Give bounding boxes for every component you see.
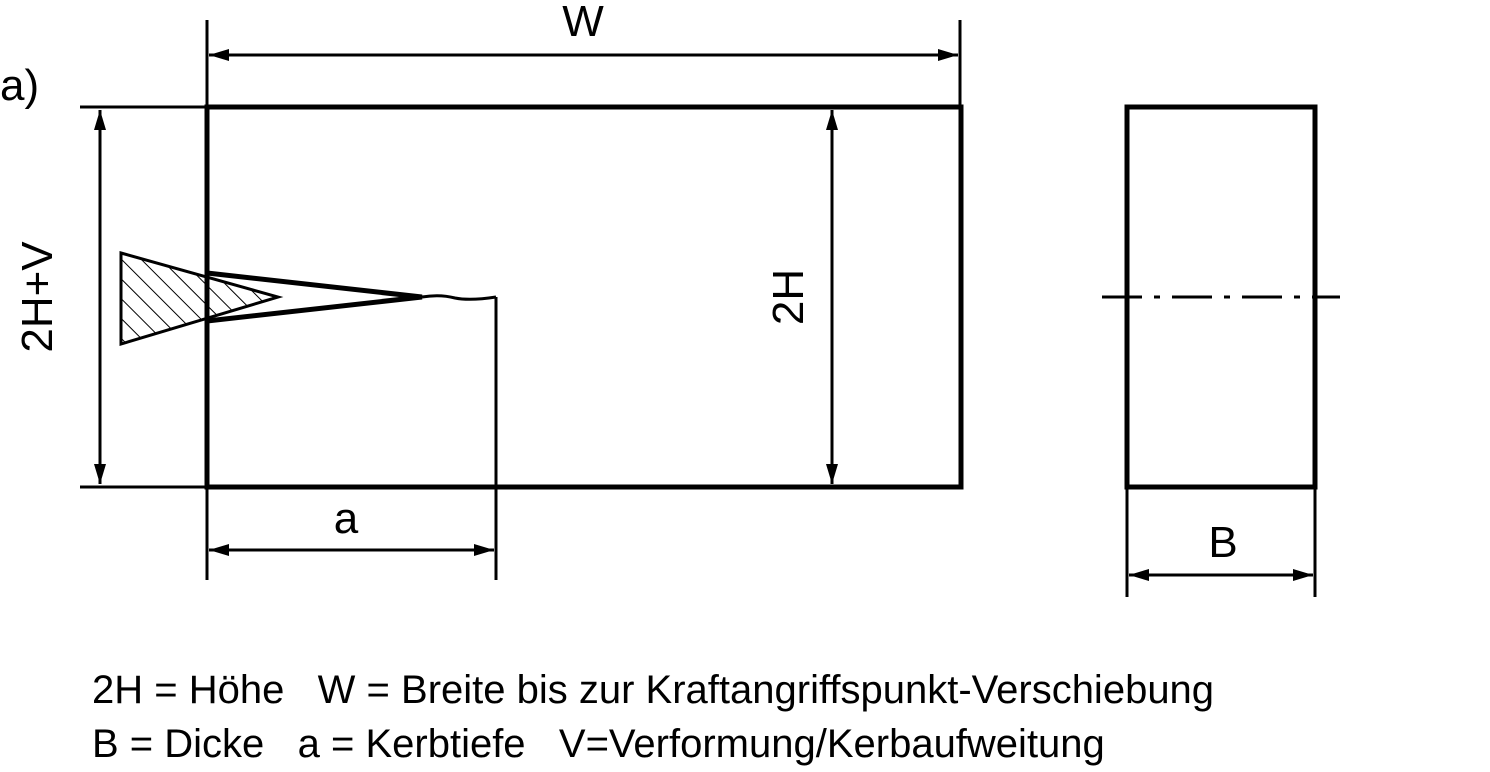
specimen-front-view (204, 104, 964, 490)
legend-line-1: 2H = Höhe W = Breite bis zur Kraftangrif… (92, 668, 1215, 712)
hatched-wedge (119, 251, 284, 347)
legend-line-2: B = Dicke a = Kerbtiefe V=Verformung/Ker… (92, 722, 1105, 766)
hv-label: 2H+V (13, 241, 62, 353)
h-label: 2H (764, 269, 813, 325)
panel-label: a) (0, 61, 39, 110)
b-label: B (1208, 518, 1237, 567)
a-label: a (334, 494, 359, 543)
w-label: W (562, 0, 604, 46)
crack-line (421, 294, 497, 301)
